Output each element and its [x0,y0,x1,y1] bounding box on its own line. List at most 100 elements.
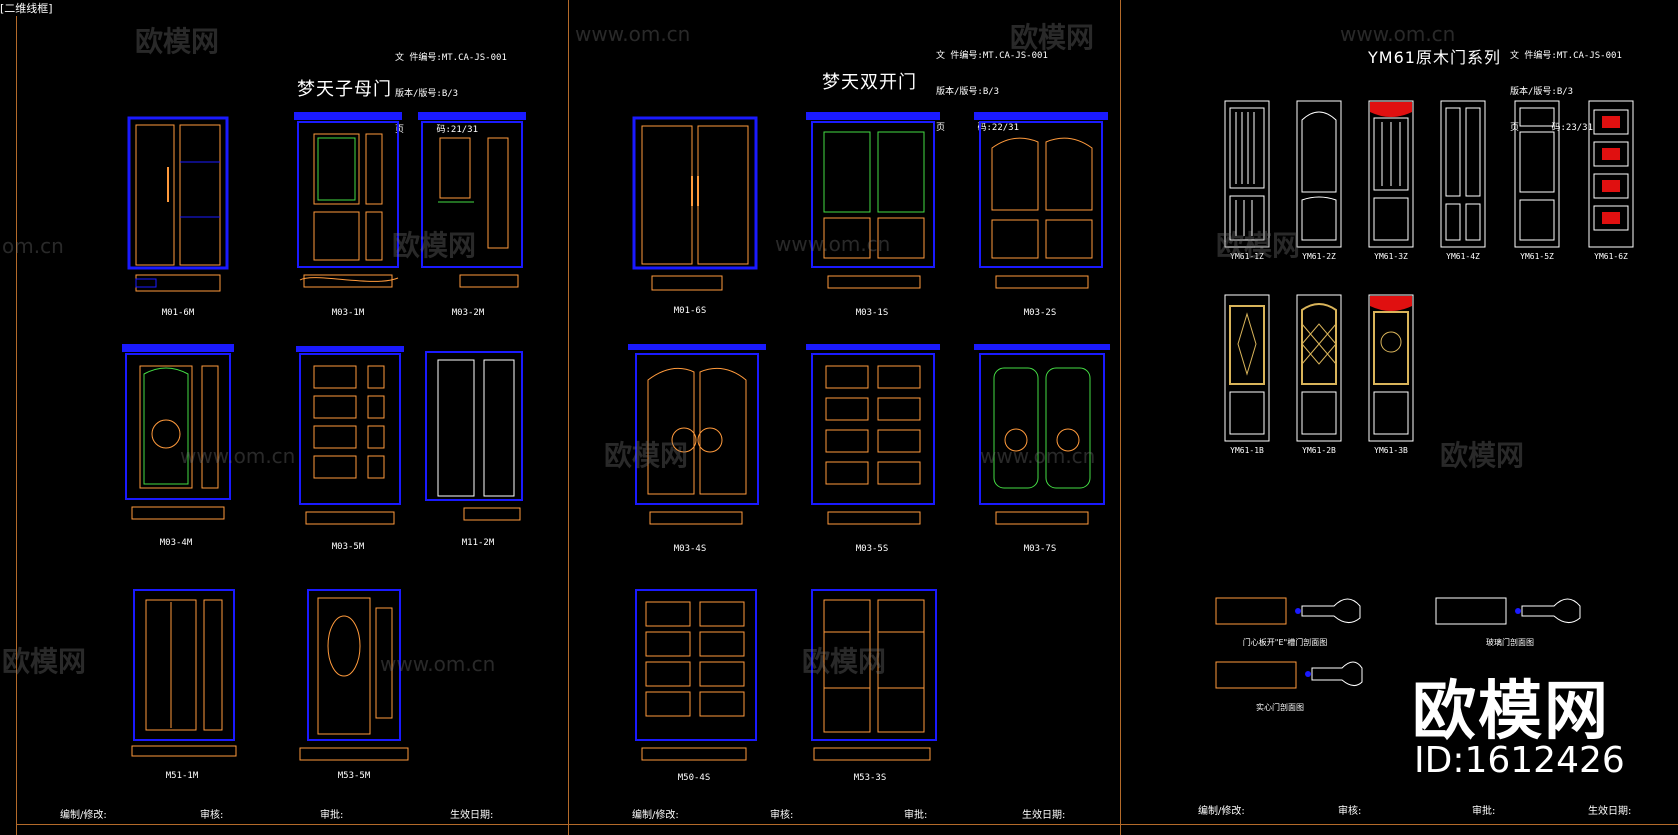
door-YM61-4Z-drawing[interactable] [1440,100,1486,248]
section-solid-drawing[interactable] [1214,654,1364,694]
watermark-site: www.om.cn [775,232,891,256]
section-label-solid: 实心门剖面图 [1256,703,1304,712]
door-label-M03-4M: M03-4M [159,538,193,548]
watermark-brand: 欧模网 [1010,21,1095,54]
sheet-1-title: 梦天子母门 [297,79,392,100]
sheet-1-header: 文 件编号:MT.CA-JS-001 版本/版号:B/3 页 码:21/31 [395,28,507,160]
door-M50-4S-drawing[interactable] [634,588,758,768]
door-M03-4S-drawing[interactable] [628,344,766,534]
door-label-M03-2S: M03-2S [1023,308,1057,318]
sheet-divider-2 [1120,0,1121,835]
door-label-M03-7S: M03-7S [1023,544,1057,554]
sheet-3-footer-date: 生效日期: [1588,806,1632,817]
door-M01-6S-drawing[interactable] [632,116,758,296]
sheet-2-page: 页 码:22/31 [936,123,1020,133]
section-glass-drawing[interactable] [1434,588,1584,628]
door-label-YM61-2B: YM61-2B [1302,446,1336,455]
sheet-divider-left [16,0,17,835]
watermark-site: www.om.cn [980,444,1096,468]
door-label-YM61-3B: YM61-3B [1374,446,1408,455]
sheet-1-footer-date: 生效日期: [450,810,494,821]
watermark-site: www.om.cn [575,22,691,46]
watermark-brand: 欧模网 [1216,229,1301,262]
door-M01-6M-drawing[interactable] [127,116,229,297]
sheet-2-file-no: 文 件编号:MT.CA-JS-001 [936,51,1048,61]
door-label-YM61-4Z: YM61-4Z [1446,252,1480,261]
watermark-brand: 欧模网 [2,645,87,678]
door-YM61-2Z-drawing[interactable] [1296,100,1342,248]
door-label-M53-5M: M53-5M [337,771,371,781]
door-M53-3S-drawing[interactable] [810,588,938,768]
section-label-e-groove: 门心板开"E"槽门剖面图 [1242,638,1328,647]
watermark-site: www.om.cn [180,444,296,468]
section-label-glass: 玻璃门剖面图 [1486,638,1534,647]
door-YM61-3B-drawing[interactable] [1368,294,1414,442]
door-label-YM61-5Z: YM61-5Z [1520,252,1554,261]
brand-overlay-id: ID:1612426 [1414,740,1625,781]
section-e-groove-drawing[interactable] [1214,588,1364,628]
door-label-YM61-3Z: YM61-3Z [1374,252,1408,261]
door-label-M01-6S: M01-6S [673,306,707,316]
door-YM61-2B-drawing[interactable] [1296,294,1342,442]
door-label-M50-4S: M50-4S [677,773,711,783]
watermark-brand: 欧模网 [135,25,220,58]
watermark-site-short: om.cn [2,234,64,258]
door-YM61-3Z-drawing[interactable] [1368,100,1414,248]
door-M03-2S-drawing[interactable] [974,112,1108,297]
watermark-site: www.om.cn [1340,22,1456,46]
door-label-M51-1M: M51-1M [165,771,199,781]
sheet-3-footer-edit: 编制/修改: [1198,806,1245,817]
door-YM61-6Z-drawing[interactable] [1588,100,1634,248]
sheet-1-page: 页 码:21/31 [395,125,479,135]
sheet-2-version: 版本/版号:B/3 [936,87,1000,97]
door-label-YM61-6Z: YM61-6Z [1594,252,1628,261]
sheet-1-footer-approve: 审批: [320,810,344,821]
door-label-M03-5S: M03-5S [855,544,889,554]
door-YM61-1Z-drawing[interactable] [1224,100,1270,248]
sheet-2-footer-date: 生效日期: [1022,810,1066,821]
watermark-brand: 欧模网 [802,645,887,678]
door-label-YM61-1Z: YM61-1Z [1230,252,1264,261]
door-label-YM61-2Z: YM61-2Z [1302,252,1336,261]
sheet-1-version: 版本/版号:B/3 [395,89,459,99]
bottom-frame-line [16,824,1678,825]
door-M03-4M-drawing[interactable] [122,344,234,529]
door-YM61-1B-drawing[interactable] [1224,294,1270,442]
door-label-M11-2M: M11-2M [461,538,495,548]
sheet-3-footer-review: 审核: [1338,806,1362,817]
watermark-site: www.om.cn [380,652,496,676]
sheet-1-footer-edit: 编制/修改: [60,810,107,821]
watermark-brand: 欧模网 [1440,439,1525,472]
door-YM61-5Z-drawing[interactable] [1514,100,1560,248]
door-label-M03-4S: M03-4S [673,544,707,554]
door-label-M03-1S: M03-1S [855,308,889,318]
sheet-3-footer-approve: 审批: [1472,806,1496,817]
door-M03-2M-drawing[interactable] [418,112,526,297]
sheet-2-footer-review: 审核: [770,810,794,821]
door-M03-1S-drawing[interactable] [806,112,940,297]
door-label-YM61-1B: YM61-1B [1230,446,1264,455]
sheet-2-title: 梦天双开门 [822,72,917,93]
sheet-2-header: 文 件编号:MT.CA-JS-001 版本/版号:B/3 页 码:22/31 [936,26,1048,158]
sheet-3-title: YM61原木门系列 [1368,48,1501,67]
sheet-3-version: 版本/版号:B/3 [1510,87,1574,97]
door-M11-2M-drawing[interactable] [424,350,524,530]
viewport-label[interactable]: [二维线框] [0,0,53,16]
sheet-2-footer-approve: 审批: [904,810,928,821]
door-M03-7S-drawing[interactable] [974,344,1110,534]
door-label-M03-1M: M03-1M [331,308,365,318]
sheet-3-file-no: 文 件编号:MT.CA-JS-001 [1510,51,1622,61]
door-M03-5S-drawing[interactable] [806,344,940,534]
door-M51-1M-drawing[interactable] [131,588,237,763]
door-M03-5M-drawing[interactable] [296,346,404,536]
door-label-M03-5M: M03-5M [331,542,365,552]
sheet-1-file-no: 文 件编号:MT.CA-JS-001 [395,53,507,63]
door-M53-5M-drawing[interactable] [299,588,409,768]
watermark-brand: 欧模网 [392,229,477,262]
sheet-1-footer-review: 审核: [200,810,224,821]
watermark-brand: 欧模网 [604,439,689,472]
door-label-M53-3S: M53-3S [853,773,887,783]
door-M03-1M-drawing[interactable] [294,112,402,297]
sheet-2-footer-edit: 编制/修改: [632,810,679,821]
door-label-M01-6M: M01-6M [161,308,195,318]
